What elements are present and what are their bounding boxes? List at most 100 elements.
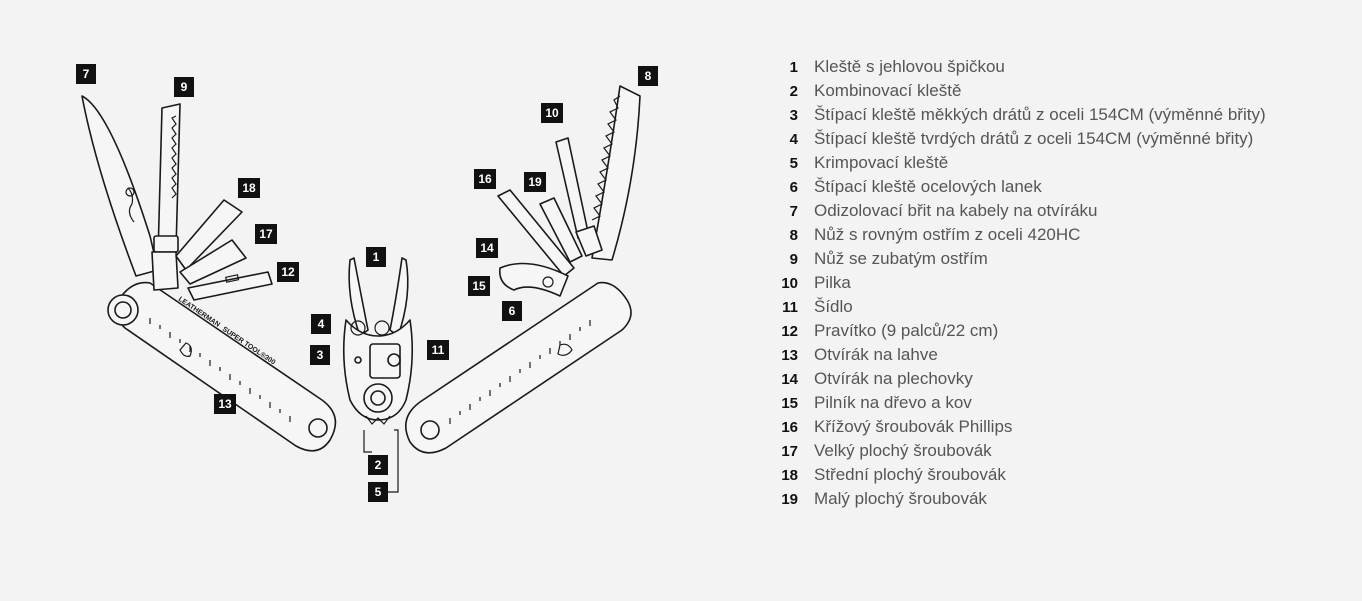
- svg-text:3: 3: [317, 348, 324, 362]
- right-handle: [404, 281, 632, 454]
- legend-item: 16 Křížový šroubovák Phillips: [770, 415, 1330, 439]
- legend-item: 5 Krimpovací kleště: [770, 151, 1330, 175]
- legend-label: Šídlo: [814, 297, 853, 316]
- legend-number: 6: [789, 178, 798, 196]
- legend-number: 1: [789, 58, 798, 76]
- legend-label: Pilník na dřevo a kov: [814, 393, 972, 412]
- legend-label: Pravítko (9 palců/22 cm): [814, 321, 999, 340]
- legend-number: 13: [781, 346, 798, 364]
- legend-label: Nůž s rovným ostřím z oceli 420HC: [814, 225, 1081, 244]
- legend-label: Štípací kleště ocelových lanek: [814, 177, 1042, 196]
- can-opener: [498, 262, 569, 297]
- callout-5: 5: [368, 482, 388, 502]
- callout-8: 8: [638, 66, 658, 86]
- callout-16: 16: [474, 169, 496, 189]
- svg-text:17: 17: [259, 227, 273, 241]
- legend-number: 3: [789, 106, 798, 124]
- legend-item: 7 Odizolovací břit na kabely na otvíráku: [770, 199, 1330, 223]
- svg-text:12: 12: [281, 265, 295, 279]
- callout-9: 9: [174, 77, 194, 97]
- svg-text:16: 16: [478, 172, 492, 186]
- svg-text:19: 19: [528, 175, 542, 189]
- legend-label: Štípací kleště tvrdých drátů z oceli 154…: [814, 129, 1254, 148]
- svg-text:10: 10: [545, 106, 559, 120]
- svg-text:7: 7: [83, 67, 90, 81]
- legend-item: 3 Štípací kleště měkkých drátů z oceli 15…: [770, 103, 1330, 127]
- legend-item: 15 Pilník na dřevo a kov: [770, 391, 1330, 415]
- right-drivers: [497, 189, 583, 277]
- legend-label: Štípací kleště měkkých drátů z oceli 154…: [814, 105, 1266, 124]
- left-drivers: [175, 199, 273, 301]
- legend-label: Otvírák na plechovky: [814, 369, 973, 388]
- callout-4: 4: [311, 314, 331, 334]
- legend-number: 8: [789, 226, 798, 244]
- legend-label: Kombinovací kleště: [814, 81, 962, 100]
- legend-item: 4 Štípací kleště tvrdých drátů z oceli 15…: [770, 127, 1330, 151]
- callout-12: 12: [277, 262, 299, 282]
- svg-text:15: 15: [472, 279, 486, 293]
- legend-number: 10: [781, 274, 798, 292]
- legend-number: 16: [781, 418, 798, 436]
- legend-label: Střední plochý šroubovák: [814, 465, 1006, 484]
- legend-number: 19: [781, 490, 798, 508]
- callout-13: 13: [214, 394, 236, 414]
- callout-15: 15: [468, 276, 490, 296]
- callout-18: 18: [238, 178, 260, 198]
- legend-number: 12: [781, 322, 798, 340]
- legend-label: Velký plochý šroubovák: [814, 441, 992, 460]
- legend-number: 9: [789, 250, 798, 268]
- legend-number: 15: [781, 394, 798, 412]
- legend-item: 14 Otvírák na plechovky: [770, 367, 1330, 391]
- svg-text:2: 2: [375, 458, 382, 472]
- legend-item: 10 Pilka: [770, 271, 1330, 295]
- legend-label: Kleště s jehlovou špičkou: [814, 57, 1005, 76]
- callout-6: 6: [502, 301, 522, 321]
- legend-number: 17: [781, 442, 798, 460]
- svg-text:18: 18: [242, 181, 256, 195]
- legend-label: Malý plochý šroubovák: [814, 489, 987, 508]
- leader-lines: [363, 429, 399, 493]
- svg-text:8: 8: [645, 69, 652, 83]
- callout-19: 19: [524, 172, 546, 192]
- legend-item: 17 Velký plochý šroubovák: [770, 439, 1330, 463]
- legend-number: 5: [789, 154, 798, 172]
- svg-text:11: 11: [432, 343, 445, 357]
- serrated-knife: [151, 103, 181, 291]
- legend-label: Krimpovací kleště: [814, 153, 949, 172]
- legend-label: Otvírák na lahve: [814, 345, 938, 364]
- callout-11: 11: [427, 340, 449, 360]
- legend-label: Křížový šroubovák Phillips: [814, 417, 1013, 436]
- multitool-diagram: LEATHERMAN SUPER TOOL®300: [76, 64, 658, 502]
- callout-14: 14: [476, 238, 498, 258]
- legend-number: 7: [789, 202, 798, 220]
- legend-number: 4: [789, 130, 798, 148]
- legend-item: 13 Otvírák na lahve: [770, 343, 1330, 367]
- callout-1: 1: [366, 247, 386, 267]
- callout-3: 3: [310, 345, 330, 365]
- legend-item: 18 Střední plochý šroubovák: [770, 463, 1330, 487]
- legend-label: Odizolovací břit na kabely na otvíráku: [814, 201, 1098, 220]
- legend-item: 8 Nůž s rovným ostřím z oceli 420HC: [770, 223, 1330, 247]
- legend-label: Pilka: [814, 273, 851, 292]
- callout-7: 7: [76, 64, 96, 84]
- callout-10: 10: [541, 103, 563, 123]
- svg-text:13: 13: [218, 397, 232, 411]
- legend-item: 1 Kleště s jehlovou špičkou: [770, 55, 1330, 79]
- legend-item: 6 Štípací kleště ocelových lanek: [770, 175, 1330, 199]
- saw: [591, 85, 641, 261]
- legend-number: 18: [781, 466, 798, 484]
- legend-label: Nůž se zubatým ostřím: [814, 249, 988, 268]
- svg-text:9: 9: [181, 80, 188, 94]
- left-handle: LEATHERMAN SUPER TOOL®300: [107, 281, 337, 452]
- svg-text:6: 6: [509, 304, 516, 318]
- callout-2: 2: [368, 455, 388, 475]
- legend-item: 12 Pravítko (9 palců/22 cm): [770, 319, 1330, 343]
- pliers-head: [342, 257, 414, 425]
- callout-17: 17: [255, 224, 277, 244]
- legend-number: 14: [781, 370, 798, 388]
- legend-item: 9 Nůž se zubatým ostřím: [770, 247, 1330, 271]
- svg-text:1: 1: [373, 250, 380, 264]
